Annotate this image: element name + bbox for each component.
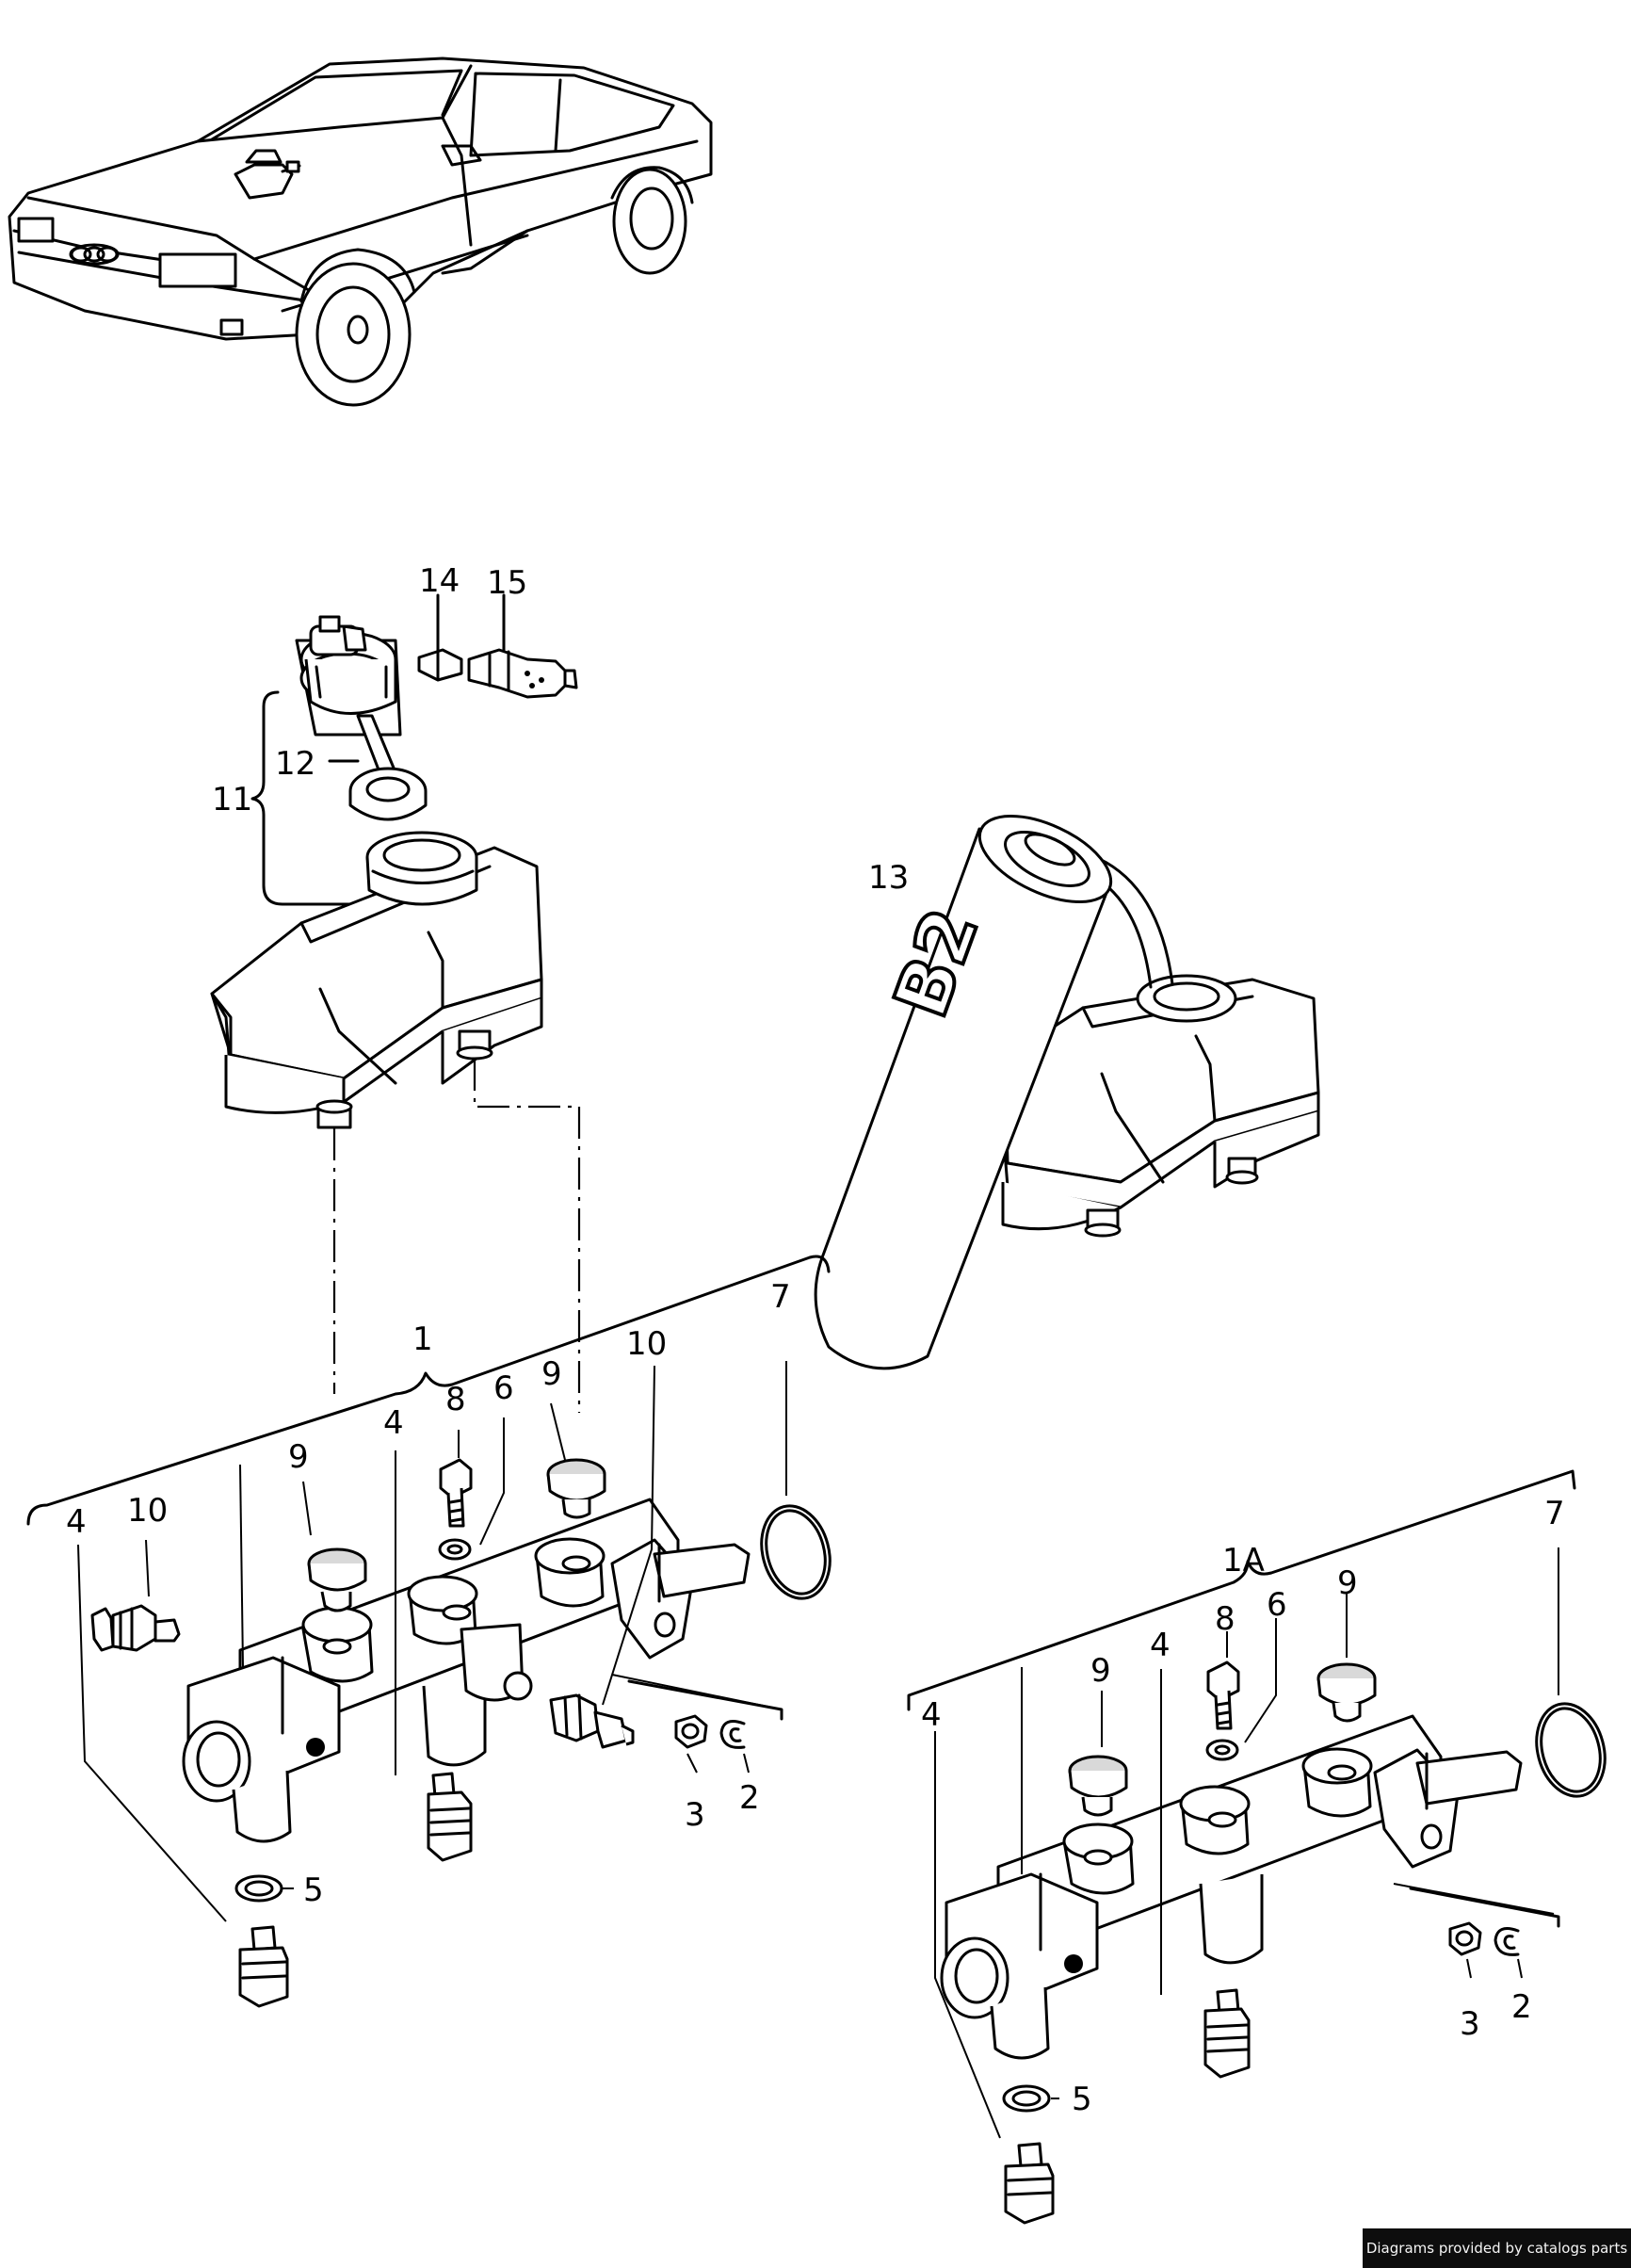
callout-9: 9 <box>1337 1564 1358 1602</box>
part-2-clip-left <box>719 1720 746 1749</box>
callout-15: 15 <box>487 564 527 602</box>
callout-7: 7 <box>770 1278 791 1316</box>
part-8-screw-left <box>439 1458 473 1528</box>
callout-6: 6 <box>1267 1586 1287 1624</box>
callout-9: 9 <box>541 1355 562 1393</box>
callout-2: 2 <box>1511 1988 1532 2026</box>
master-cylinder-1A <box>907 1469 1576 2060</box>
part-9-grommet-1A-left <box>1068 1755 1128 1817</box>
callout-4: 4 <box>66 1503 87 1541</box>
part-6-washer-1A <box>1205 1739 1239 1761</box>
part-4-plug-lower <box>427 1772 473 1862</box>
part-6-washer-left <box>438 1538 472 1561</box>
leader-lines-1A <box>934 1547 1559 2139</box>
part-7-oring-left <box>760 1504 832 1600</box>
callout-4: 4 <box>383 1404 404 1442</box>
callout-8: 8 <box>1215 1600 1235 1638</box>
callout-14: 14 <box>419 562 460 600</box>
callout-3: 3 <box>685 1796 705 1834</box>
callout-5: 5 <box>303 1871 324 1909</box>
callout-9: 9 <box>1090 1652 1111 1690</box>
part-5-seal-1A <box>1002 2084 1051 2113</box>
part-3-nut-1A <box>1448 1921 1482 1956</box>
part-9-grommet-1A-right <box>1316 1662 1377 1723</box>
credit-text: Diagrams provided by catalogs parts <box>1365 2240 1628 2257</box>
callout-3: 3 <box>1460 2005 1480 2043</box>
part-10-switch-right <box>549 1693 635 1749</box>
part-8-screw-1A <box>1206 1660 1240 1730</box>
reservoir-with-bottle <box>814 815 1320 1370</box>
callout-6: 6 <box>493 1369 514 1407</box>
callout-5: 5 <box>1072 2081 1092 2118</box>
callout-12: 12 <box>275 745 315 783</box>
part-9-grommet-left <box>307 1547 367 1612</box>
callout-4: 4 <box>1150 1627 1171 1664</box>
cap-sensor-assembly <box>250 593 578 906</box>
callout-7: 7 <box>1544 1495 1565 1532</box>
callout-9: 9 <box>288 1438 309 1476</box>
callout-labels: 14 15 11 12 13 1 7 10 9 6 8 4 9 10 4 5 3… <box>66 562 1565 2118</box>
callout-4: 4 <box>921 1696 942 1734</box>
dashed-line-right <box>473 1059 581 1413</box>
part-4-plug-1A-lower <box>1203 1988 1251 2079</box>
car-illustration <box>8 57 713 407</box>
part-3-nut-left <box>674 1714 708 1749</box>
part-4-plug-left <box>238 1925 289 2008</box>
callout-10: 10 <box>626 1325 667 1363</box>
leader-lines-left <box>77 1361 787 1922</box>
master-cylinder-1 <box>26 1255 831 1843</box>
callout-8: 8 <box>445 1381 466 1418</box>
credit-badge <box>1363 2228 1631 2268</box>
part-5-seal-left <box>234 1874 283 1903</box>
callout-10: 10 <box>127 1492 168 1530</box>
callout-2: 2 <box>739 1779 760 1817</box>
part-4-plug-1A-left <box>1004 2142 1055 2225</box>
part-10-switch-left <box>90 1604 181 1652</box>
callout-1: 1 <box>412 1320 433 1358</box>
callout-13: 13 <box>868 859 909 897</box>
callout-1A: 1A <box>1222 1542 1265 1580</box>
part-7-oring-1A <box>1535 1702 1607 1798</box>
reservoir-left <box>210 831 543 1129</box>
callout-11: 11 <box>212 781 252 818</box>
part-2-clip-1A <box>1494 1927 1520 1956</box>
part-9-grommet-right <box>546 1458 606 1519</box>
